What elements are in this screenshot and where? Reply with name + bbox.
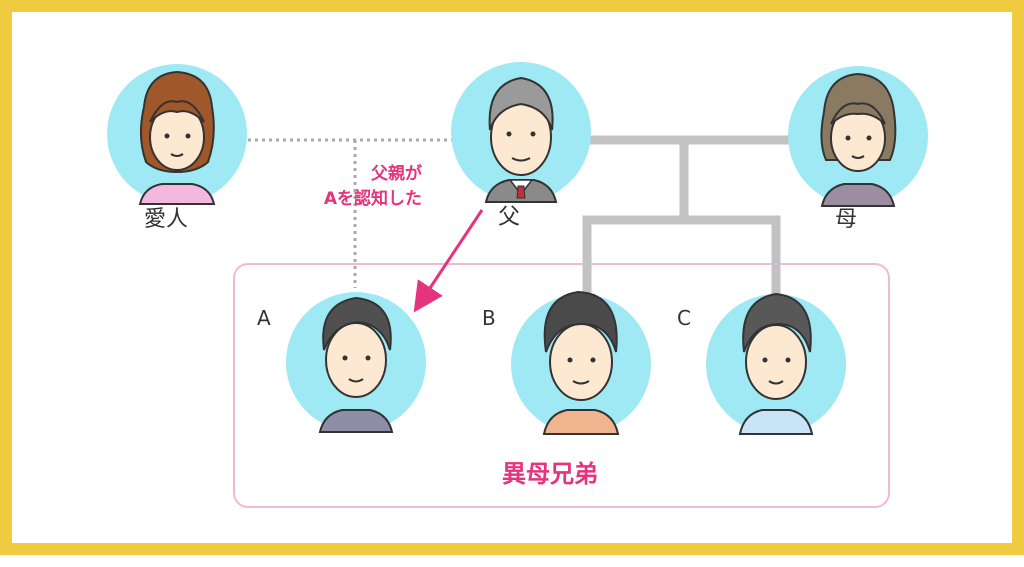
family-tree-canvas	[107, 62, 928, 508]
child-b-avatar	[511, 290, 651, 435]
child-a-avatar	[286, 292, 426, 433]
child-c-avatar	[706, 292, 846, 435]
mistress-label: 愛人	[143, 207, 189, 232]
half-siblings-box	[233, 263, 890, 508]
child-b-label: B	[482, 306, 496, 330]
diagram-frame: 愛人 父 母 A B C 父親が Aを認知した 異母兄弟	[0, 0, 1024, 555]
mother-label: 母	[834, 207, 858, 232]
child-c-label: C	[677, 306, 691, 330]
acknowledgement-arrow	[413, 209, 484, 313]
half-siblings-title: 異母兄弟	[502, 460, 598, 488]
mistress-avatar	[107, 64, 247, 205]
acknowledgement-note: 父親が Aを認知した	[324, 162, 422, 211]
father-avatar	[451, 62, 591, 203]
father-label: 父	[497, 205, 521, 230]
acknowledgement-note-line2: Aを認知した	[323, 188, 422, 209]
acknowledgement-note-line1: 父親が	[371, 164, 422, 184]
mother-avatar	[788, 66, 928, 207]
marriage-connector	[582, 135, 796, 302]
child-a-label: A	[257, 306, 271, 330]
